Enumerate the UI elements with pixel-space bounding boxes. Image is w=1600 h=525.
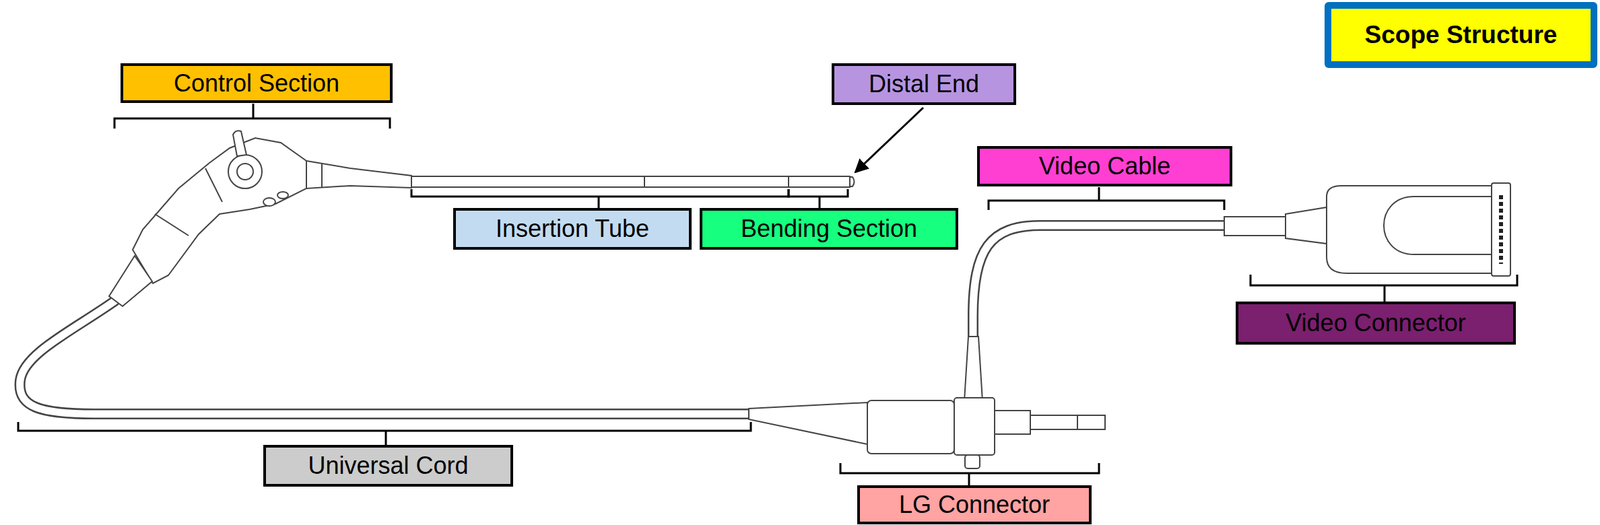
bracket (114, 103, 390, 129)
cord-fill (20, 300, 755, 415)
bracket (788, 189, 848, 209)
vc-contacts (1498, 195, 1504, 264)
bracket (840, 463, 1099, 486)
lg-prong-ring (1076, 415, 1079, 430)
part-label-box: Bending Section (699, 208, 959, 250)
vc-taper (1285, 207, 1327, 244)
part-label-text: Video Connector (1285, 309, 1466, 337)
taper-band (321, 162, 323, 188)
part-label-text: Bending Section (740, 214, 918, 243)
part-label-text: Scope Structure (1364, 20, 1558, 50)
bracket (411, 189, 789, 209)
lg-prong-base (994, 410, 1031, 435)
part-label-box: Video Cable (977, 146, 1233, 187)
part-label-box: Video Connector (1235, 301, 1516, 345)
title-box: Scope Structure (1324, 2, 1598, 69)
bracket (18, 422, 751, 446)
lg-connector-drawing (867, 397, 1106, 469)
video-connector-drawing (1224, 183, 1511, 277)
cord-taper (748, 402, 868, 445)
part-label-text: Distal End (868, 70, 980, 98)
brackets (18, 103, 1518, 486)
part-label-box: Universal Cord (263, 445, 514, 487)
grip-line (205, 168, 223, 203)
control-section-drawing (109, 130, 412, 307)
bracket (1250, 274, 1518, 302)
part-label-text: LG Connector (898, 490, 1050, 519)
part-label-text: Insertion Tube (495, 214, 650, 243)
handle-strain-relief (109, 255, 153, 307)
part-label-box: Distal End (831, 63, 1017, 106)
part-label-text: Control Section (173, 69, 340, 97)
distal-tip (849, 177, 855, 187)
lg-prong (1030, 415, 1106, 430)
handle-taper (306, 160, 412, 189)
bracket (988, 187, 1225, 211)
vc-neck (1224, 216, 1286, 236)
handle-body (132, 138, 307, 284)
lg-nub (964, 455, 980, 469)
lg-collar (954, 397, 995, 456)
tube-joint (787, 176, 790, 188)
part-label-text: Universal Cord (307, 451, 469, 480)
cable-strain-relief (964, 336, 983, 402)
knob-center (237, 163, 254, 180)
tube-joint (643, 176, 646, 188)
angulation-knob (228, 154, 262, 189)
insertion-tube-drawing (411, 176, 855, 188)
control-lever (232, 130, 247, 157)
leader-arrow (855, 107, 924, 173)
universal-cord (20, 300, 868, 445)
part-label-box: Control Section (120, 63, 393, 104)
cable-fill (973, 225, 1227, 401)
cable-outline (973, 225, 1227, 401)
cord-outline (20, 300, 755, 415)
part-label-text: Video Cable (1039, 152, 1172, 180)
tube-body (411, 176, 850, 188)
part-label-box: LG Connector (857, 485, 1092, 525)
vc-end-plate (1491, 183, 1511, 277)
control-button (277, 191, 289, 199)
control-button (263, 197, 276, 207)
lg-body (867, 400, 955, 454)
vc-u-cut (1383, 196, 1492, 255)
vc-body (1326, 185, 1492, 274)
video-cable (964, 225, 1227, 402)
grip-line (154, 214, 189, 236)
part-label-box: Insertion Tube (453, 208, 692, 250)
